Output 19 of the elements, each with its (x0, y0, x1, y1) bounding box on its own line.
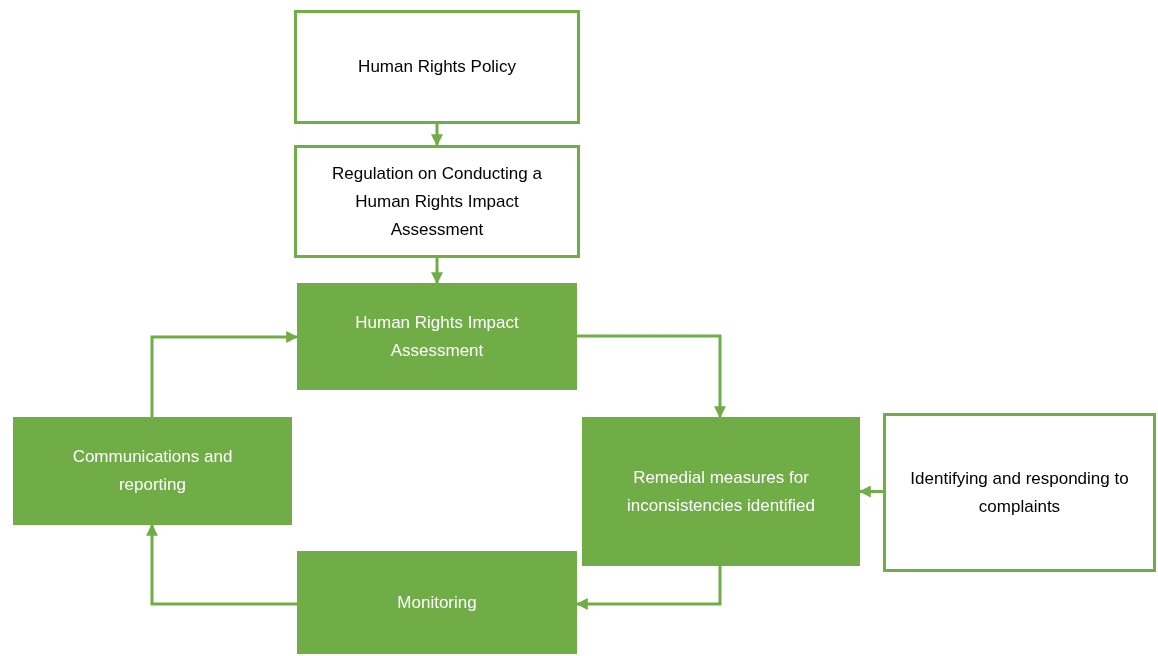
process-box (297, 551, 577, 654)
arrow (577, 334, 726, 419)
box-label: Remedial measures for inconsistencies identified (625, 466, 817, 517)
process-box (294, 10, 580, 124)
process-box (297, 283, 577, 390)
box-label: Human Rights Policy (358, 56, 516, 78)
process-box (582, 417, 860, 566)
process-box (13, 417, 292, 525)
box-label: Communications and reporting (71, 446, 234, 496)
box-label: Identifying and responding to complaints (909, 467, 1130, 518)
process-box (294, 145, 580, 258)
arrow (431, 124, 443, 147)
box-label: Human Rights Impact Assessment (354, 311, 520, 362)
process-box (883, 413, 1156, 572)
arrow (146, 523, 297, 606)
arrow (150, 331, 299, 417)
box-label: Regulation on Conducting a Human Rights Impact Assessment (331, 162, 543, 241)
arrow (431, 258, 443, 285)
box-label: Monitoring (397, 591, 477, 614)
